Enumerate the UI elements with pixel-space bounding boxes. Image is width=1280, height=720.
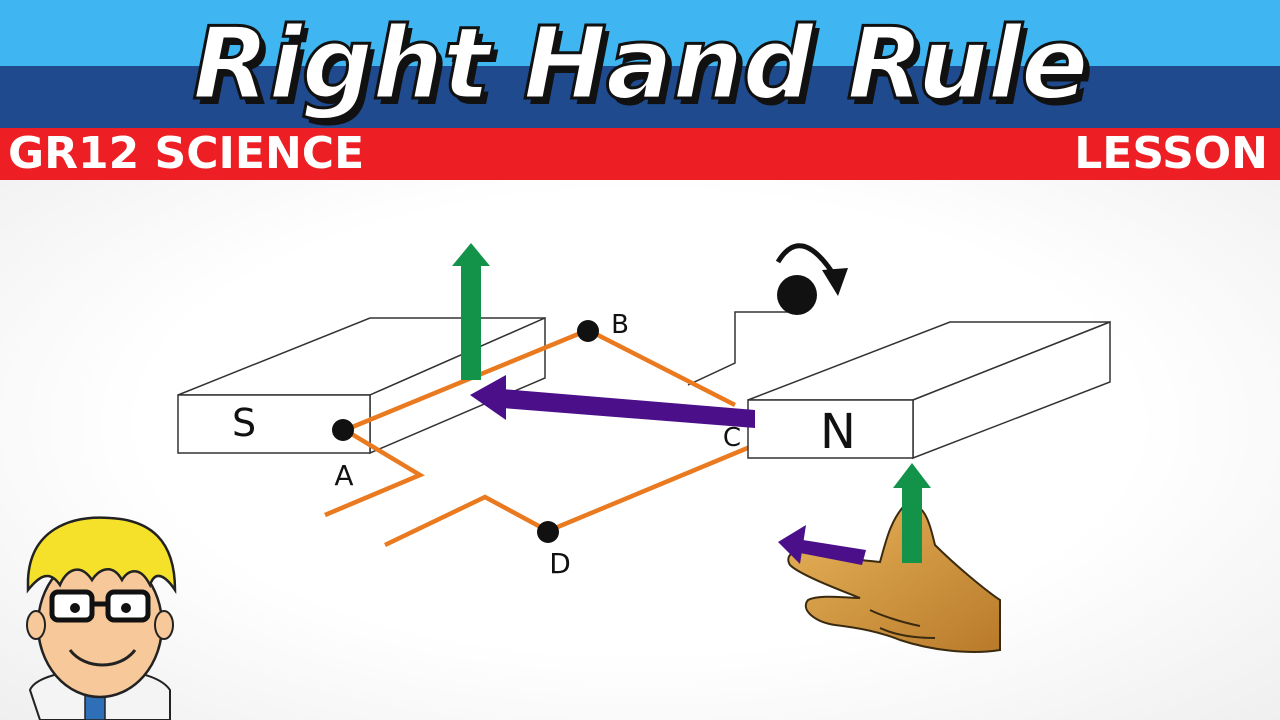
field-arrow <box>470 375 755 428</box>
point-b-dot <box>577 320 599 342</box>
hand-thumb-arrow <box>893 463 931 563</box>
point-d-dot <box>537 521 559 543</box>
hand-finger-arrow <box>778 525 866 565</box>
page-title: Right Hand Rule <box>191 4 1090 124</box>
right-hand-icon <box>787 503 1001 653</box>
north-pole-label: N <box>820 404 856 460</box>
point-c-label: C <box>723 423 741 453</box>
header-band-top <box>0 0 1280 66</box>
point-b-label: B <box>611 310 629 340</box>
point-d-label: D <box>549 547 571 580</box>
point-a-dot <box>332 419 354 441</box>
north-magnet <box>747 320 1111 460</box>
course-tag: GR12 SCIENCE <box>8 128 365 179</box>
south-pole-label: S <box>232 401 256 445</box>
force-arrow-up <box>452 243 490 380</box>
header-band-bottom <box>0 128 1280 180</box>
point-a-label: A <box>334 459 353 492</box>
header-band-middle <box>0 66 1280 128</box>
lesson-tag: LESSON <box>1074 128 1268 179</box>
commutator-lead <box>687 311 790 386</box>
mascot-character <box>26 516 177 720</box>
rotation-direction-icon <box>775 243 848 315</box>
